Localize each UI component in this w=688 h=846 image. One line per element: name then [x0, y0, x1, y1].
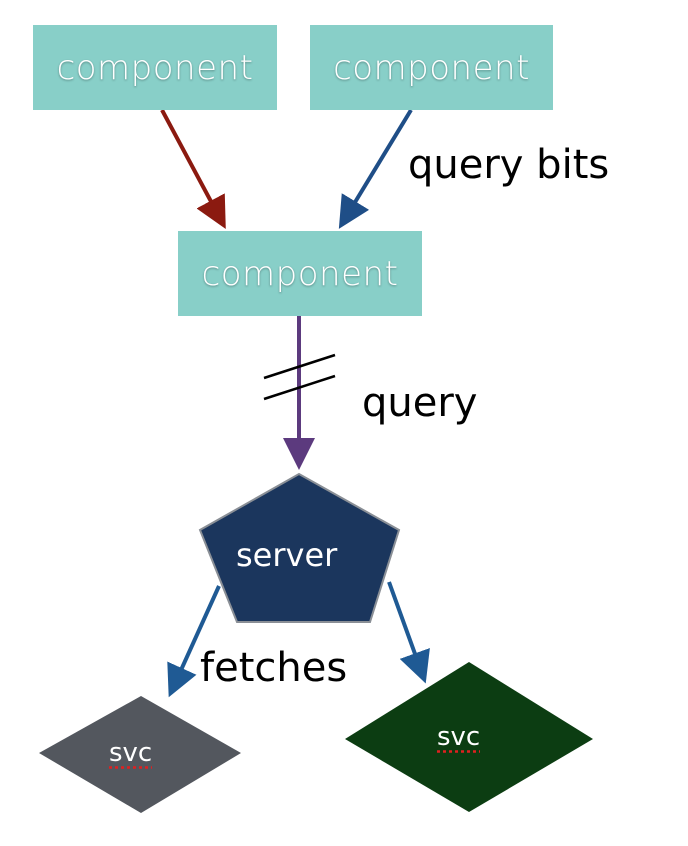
component-left-node[interactable]: component — [33, 25, 277, 110]
server-label: server — [236, 536, 338, 574]
edge-left-to-middle — [160, 109, 226, 230]
break-mark-2 — [263, 374, 336, 401]
svc-left-label: svc — [109, 738, 153, 768]
break-mark-1 — [263, 353, 336, 380]
query-bits-label: query bits — [408, 142, 610, 188]
svc-right-node[interactable] — [345, 662, 593, 812]
component-right-label: component — [333, 47, 530, 88]
query-label: query — [362, 380, 478, 426]
svc-right-label: svc — [437, 722, 481, 752]
component-middle-node[interactable]: component — [178, 231, 422, 316]
component-left-label: component — [56, 47, 254, 88]
fetches-label: fetches — [200, 645, 348, 691]
edge-server-to-svc-left — [167, 585, 221, 698]
component-middle-label: component — [201, 253, 399, 294]
component-right-node[interactable]: component — [310, 25, 553, 110]
edge-right-to-middle — [338, 108, 413, 229]
server-node[interactable] — [198, 472, 401, 623]
edge-server-to-svc-right — [387, 581, 430, 684]
svc-left-node[interactable] — [39, 696, 241, 813]
